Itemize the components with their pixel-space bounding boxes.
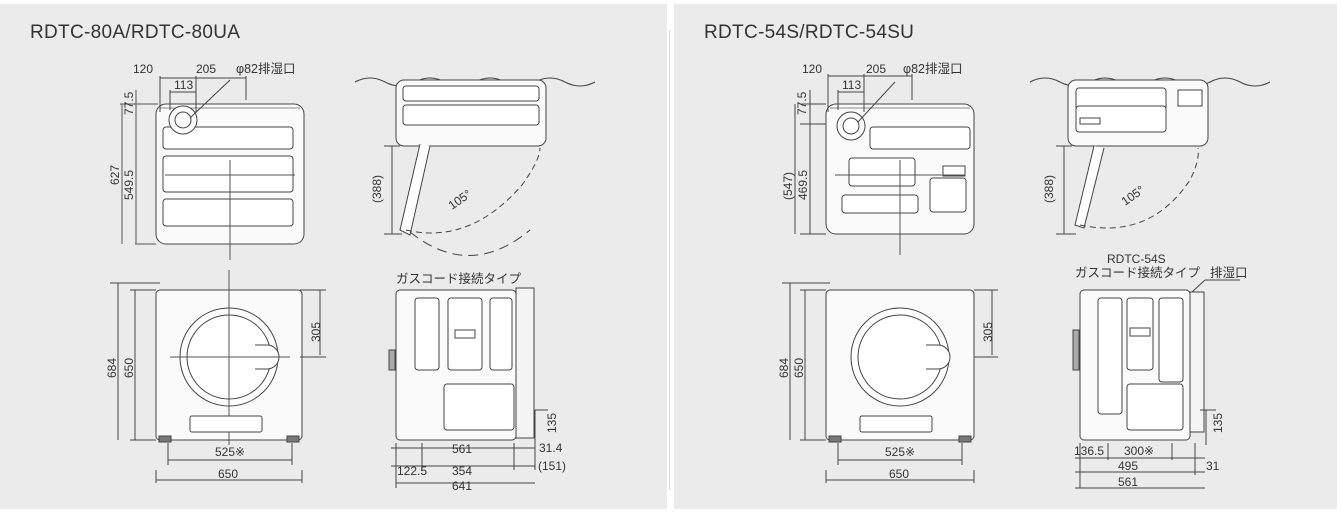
dim-205: 205 bbox=[866, 62, 886, 76]
side-dim-135: 135 bbox=[1211, 413, 1225, 433]
left-front-view bbox=[110, 270, 326, 483]
side-dim-300: 300※ bbox=[1124, 444, 1154, 458]
panel-divider bbox=[669, 30, 670, 490]
top-panel-slot bbox=[162, 198, 294, 227]
left-top-view bbox=[120, 76, 305, 260]
door-angle-label: 105° bbox=[446, 187, 475, 213]
right-top-view bbox=[794, 74, 975, 255]
right-side-type-label: ガスコード接続タイプ bbox=[1075, 265, 1201, 280]
top-panel-slot bbox=[162, 126, 294, 150]
side-dim-135: 135 bbox=[545, 413, 559, 433]
dim-684: 684 bbox=[105, 358, 119, 378]
left-side-type-label: ガスコード接続タイプ bbox=[396, 271, 522, 286]
side-dim-136-5: 136.5 bbox=[1074, 444, 1104, 458]
dim-388: (388) bbox=[1042, 175, 1056, 203]
dim-650-horizontal: 650 bbox=[218, 467, 238, 481]
side-dim-31-4: 31.4 bbox=[539, 441, 563, 455]
dim-650-vertical: 650 bbox=[792, 358, 806, 378]
dim-684: 684 bbox=[777, 358, 791, 378]
dim-388: (388) bbox=[370, 175, 384, 203]
right-side-view bbox=[1072, 279, 1240, 489]
dim-205: 205 bbox=[196, 62, 216, 76]
side-dim-561: 561 bbox=[452, 442, 472, 456]
exhaust-label: φ82排湿口 bbox=[236, 61, 296, 76]
left-model-panel: RDTC-80A/RDTC-80UA bbox=[0, 4, 667, 509]
side-dim-561: 561 bbox=[1118, 475, 1138, 489]
left-side-view bbox=[388, 287, 548, 488]
dim-469-5: 469.5 bbox=[796, 170, 810, 200]
dim-549-5: 549.5 bbox=[122, 170, 136, 200]
dim-525: 525※ bbox=[885, 445, 915, 459]
side-dim-641: 641 bbox=[452, 479, 472, 493]
side-dim-354: 354 bbox=[452, 464, 472, 478]
dim-547: (547) bbox=[781, 172, 795, 200]
dim-627: 627 bbox=[108, 165, 122, 185]
right-side-model-label: RDTC-54S bbox=[1107, 252, 1166, 266]
right-model-panel: RDTC-54S/RDTC-54SU bbox=[674, 4, 1337, 509]
dim-120: 120 bbox=[802, 62, 822, 76]
right-door-swing-view bbox=[1029, 77, 1271, 235]
top-panel-slot bbox=[162, 155, 294, 193]
side-dim-122-5: 122.5 bbox=[397, 464, 427, 478]
dim-305: 305 bbox=[981, 322, 995, 342]
dim-77-5: 77.5 bbox=[795, 91, 809, 115]
right-model-title: RDTC-54S/RDTC-54SU bbox=[704, 22, 915, 43]
left-door-swing-view bbox=[354, 77, 596, 256]
right-side-exhaust-label: 排湿口 bbox=[1210, 265, 1248, 280]
left-model-title: RDTC-80A/RDTC-80UA bbox=[30, 22, 241, 43]
control-panel bbox=[189, 415, 263, 433]
dim-77-5: 77.5 bbox=[122, 91, 136, 115]
side-dim-151: (151) bbox=[538, 459, 566, 473]
dim-120: 120 bbox=[133, 62, 153, 76]
dim-650-vertical: 650 bbox=[122, 358, 136, 378]
dim-305: 305 bbox=[309, 322, 323, 342]
right-front-view bbox=[782, 282, 998, 483]
dim-525: 525※ bbox=[215, 445, 245, 459]
dim-113: 113 bbox=[174, 78, 193, 92]
side-dim-495: 495 bbox=[1118, 459, 1138, 473]
side-dim-31: 31 bbox=[1206, 459, 1220, 473]
dim-113: 113 bbox=[842, 78, 861, 92]
dim-650-horizontal: 650 bbox=[889, 467, 909, 481]
exhaust-label: φ82排湿口 bbox=[903, 61, 963, 76]
door-angle-label: 105° bbox=[1119, 183, 1148, 209]
